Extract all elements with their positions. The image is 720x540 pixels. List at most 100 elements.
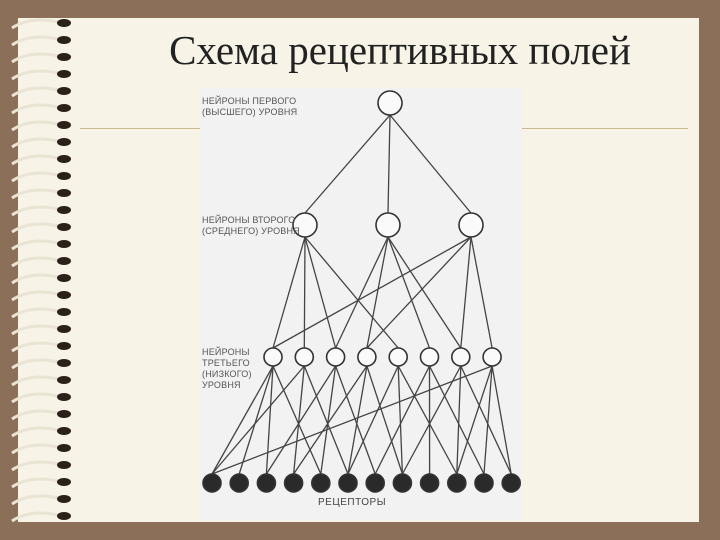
- connection-l3-receptor: [460, 365, 512, 475]
- binding-hole: [57, 121, 71, 129]
- binding-hole: [57, 206, 71, 214]
- connection-l3-receptor: [293, 365, 368, 475]
- slide-title: Схема рецептивных полей: [169, 27, 631, 73]
- binding-ring: [11, 188, 59, 200]
- binding-ring: [11, 52, 59, 64]
- binding-ring: [11, 171, 59, 183]
- connection-l3-receptor: [397, 365, 458, 475]
- connection-l3-receptor: [272, 365, 322, 475]
- connection-l3-receptor: [320, 365, 337, 475]
- neuron-level2: [458, 212, 484, 238]
- binding-ring: [11, 35, 59, 47]
- level1-label: НЕЙРОНЫ ПЕРВОГО (ВЫСШЕГО) УРОВНЯ: [202, 96, 298, 117]
- neuron-level3: [357, 347, 377, 367]
- binding-hole: [57, 240, 71, 248]
- binding-ring: [11, 341, 59, 353]
- neuron-level3: [388, 347, 409, 367]
- neuron-level1: [377, 90, 403, 116]
- receptor-node: [474, 473, 494, 493]
- binding-ring: [11, 477, 59, 489]
- binding-hole: [57, 291, 71, 299]
- binding-hole: [57, 257, 71, 265]
- binding-ring: [11, 69, 59, 81]
- receptor-node: [283, 473, 304, 493]
- binding-hole: [57, 87, 71, 95]
- binding-hole: [57, 138, 71, 146]
- binding-ring: [11, 324, 59, 336]
- connection-l2-l3: [460, 236, 472, 349]
- neuron-level3: [263, 347, 283, 367]
- binding-hole: [57, 444, 71, 452]
- binding-hole: [57, 274, 71, 282]
- binding-ring: [11, 409, 59, 421]
- neuron-level3: [325, 347, 346, 367]
- connection-l3-receptor: [456, 365, 493, 475]
- connection-l2-l3: [304, 236, 399, 349]
- binding-ring: [11, 307, 59, 319]
- receptor-node: [202, 473, 222, 493]
- connection-l2-l3: [387, 236, 462, 349]
- connection-l3-receptor: [374, 365, 431, 475]
- connection-l3-receptor: [347, 365, 399, 475]
- level3-label: НЕЙРОНЫ ТРЕТЬЕГО (НИЗКОГО) УРОВНЯ: [202, 347, 252, 390]
- binding-hole: [57, 155, 71, 163]
- binding-ring: [11, 222, 59, 234]
- receptor-node: [419, 473, 440, 493]
- binding-ring: [11, 426, 59, 438]
- neuron-level2: [375, 212, 401, 238]
- binding-ring: [11, 137, 59, 149]
- connection-l3-receptor: [303, 365, 349, 475]
- binding-ring: [11, 375, 59, 387]
- binding-ring: [11, 494, 59, 506]
- connection-l3-receptor: [292, 365, 305, 475]
- binding-hole: [57, 189, 71, 197]
- connection-l3-receptor: [238, 365, 274, 475]
- receptor-node: [501, 473, 522, 493]
- binding-hole: [57, 53, 71, 61]
- connection-l1-l2: [389, 114, 472, 214]
- receptor-node: [338, 473, 358, 493]
- connection-l2-l3: [366, 236, 472, 349]
- binding-hole: [57, 495, 71, 503]
- binding-hole: [57, 223, 71, 231]
- connection-l3-receptor: [491, 365, 512, 475]
- receptor-node: [229, 473, 249, 493]
- connection-l3-receptor: [334, 365, 376, 475]
- connection-l2-l3: [272, 236, 306, 349]
- connection-l3-receptor: [211, 365, 305, 475]
- connection-l3-receptor: [366, 365, 404, 475]
- receptor-node: [446, 473, 467, 493]
- connection-l3-receptor: [397, 365, 404, 475]
- binding-hole: [57, 410, 71, 418]
- binding-ring: [11, 511, 59, 523]
- connection-l2-l3: [387, 236, 431, 349]
- binding-ring: [11, 205, 59, 217]
- binding-ring: [11, 460, 59, 472]
- binding-hole: [57, 19, 71, 27]
- connection-l3-receptor: [401, 365, 462, 475]
- neuron-level3: [482, 347, 502, 367]
- receptor-node: [310, 473, 331, 493]
- connection-l3-receptor: [265, 365, 337, 475]
- binding-hole: [57, 376, 71, 384]
- neuron-level3: [450, 347, 471, 367]
- connection-l1-l2: [387, 114, 391, 214]
- connection-l2-l3: [335, 236, 389, 349]
- binding-ring: [11, 256, 59, 268]
- connection-l1-l2: [304, 114, 391, 214]
- connection-l2-l3: [303, 236, 306, 349]
- binding-ring: [11, 18, 59, 30]
- binding-hole: [57, 461, 71, 469]
- neuron-level2: [292, 212, 318, 238]
- connection-l3-receptor: [347, 365, 368, 475]
- receptor-node: [392, 473, 413, 493]
- binding-ring: [11, 358, 59, 370]
- connection-l3-receptor: [265, 365, 274, 475]
- spiral-binding: [11, 18, 71, 523]
- neuron-level3: [419, 347, 440, 367]
- binding-hole: [57, 104, 71, 112]
- connection-l2-l3: [366, 236, 389, 349]
- binding-ring: [11, 290, 59, 302]
